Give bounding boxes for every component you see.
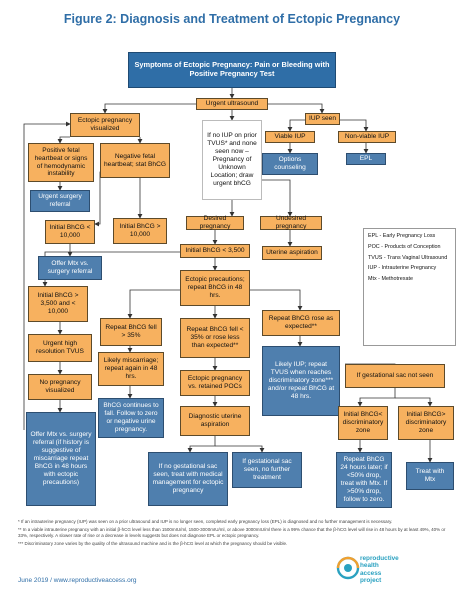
legend-item: EPL - Early Pregnancy Loss bbox=[368, 233, 436, 239]
likely-iup-box: Likely IUP; repeat TVUS when reaches dis… bbox=[262, 346, 340, 416]
connector bbox=[23, 121, 71, 430]
no-iup-box: If no IUP on prior TVUS* and none seen n… bbox=[202, 120, 262, 200]
connector bbox=[268, 103, 325, 114]
no-gestational-sac-box: If no gestational sac seen, treat with m… bbox=[148, 452, 228, 506]
initial-lt-10000-box: Initial BhCG < 10,000 bbox=[45, 220, 95, 244]
desired-pregnancy-box: Desired pregnancy bbox=[186, 215, 244, 230]
initial-lt-dz-box: Initial BhCG< discriminatory zone bbox=[338, 406, 388, 440]
iup-seen-box: IUP seen bbox=[305, 113, 340, 125]
offer-mtx-box: Offer Mtx vs. surgery referral bbox=[38, 256, 102, 280]
logo-text: reproductive health access project bbox=[360, 555, 399, 584]
connector bbox=[102, 103, 196, 114]
treat-mtx-box: Treat with Mtx bbox=[406, 462, 454, 490]
repeat-lt35-box: Repeat BhCG fell < 35% or rose less than… bbox=[180, 318, 250, 358]
connector bbox=[215, 445, 265, 453]
legend-item: IUP - Intrauterine Pregnancy bbox=[368, 265, 437, 272]
logo-word: access bbox=[360, 569, 382, 577]
connector bbox=[262, 179, 293, 217]
options-counseling-box: Options counseling bbox=[262, 153, 318, 175]
urgent-surgery-box: Urgent surgery referral bbox=[30, 190, 90, 212]
positive-heartbeat-box: Positive fetal heartbeat or signs of hem… bbox=[28, 143, 94, 182]
no-pregnancy-visualized-box: No pregnancy visualized bbox=[28, 374, 92, 400]
legend-item: POC - Products of Conception bbox=[368, 243, 441, 250]
initial-lt-3500-box: Initial BhCG < 3,500 bbox=[180, 244, 250, 258]
uterine-aspiration-box: Uterine aspiration bbox=[262, 246, 322, 260]
logo-word: health bbox=[360, 562, 379, 570]
likely-miscarriage-box: Likely miscarriage; repeat again in 48 h… bbox=[98, 352, 164, 386]
initial-gt-dz-box: Initial BhCG> discriminatory zone bbox=[398, 406, 454, 440]
connector bbox=[187, 436, 216, 453]
footnote: ** In a viable intrauterine pregnancy wi… bbox=[18, 527, 446, 539]
viable-iup-box: Viable IUP bbox=[265, 131, 315, 143]
urgent-ultrasound-box: Urgent ultrasound bbox=[196, 98, 268, 110]
connector bbox=[395, 397, 433, 407]
connector bbox=[287, 119, 305, 132]
logo-word: reproductive bbox=[360, 555, 399, 562]
urgent-tvus-box: Urgent high resolution TVUS bbox=[28, 334, 92, 362]
repeat-rose-box: Repeat BhCG rose as expected** bbox=[262, 310, 340, 336]
gestational-not-seen-box: If gestational sac not seen bbox=[345, 364, 445, 388]
connector bbox=[127, 289, 180, 319]
epl-box: EPL bbox=[346, 153, 386, 165]
initial-range-box: Initial BhCG > 3,500 and < 10,000 bbox=[28, 286, 88, 322]
repeat-gt35-box: Repeat BhCG fell > 35% bbox=[100, 318, 162, 346]
logo-word: project bbox=[360, 577, 382, 585]
connector bbox=[94, 171, 120, 227]
connector bbox=[357, 388, 396, 407]
diagnostic-aspiration-box: Diagnostic uterine aspiration bbox=[180, 406, 250, 436]
footer-link[interactable]: June 2019 / www.reproductiveaccess.org bbox=[18, 577, 137, 584]
abbreviation-legend: EPL - Early Pregnancy Loss POC - Product… bbox=[363, 228, 456, 346]
connector bbox=[250, 289, 303, 311]
gestational-sac-seen-box: If gestational sac seen, no further trea… bbox=[232, 452, 302, 488]
footnotes: * If an intrauterine pregnancy (IUP) was… bbox=[18, 519, 448, 549]
initial-gt-10000-box: Initial BhCG > 10,000 bbox=[113, 218, 167, 244]
bhcg-falls-box: BhCG continues to fall. Follow to zero o… bbox=[98, 398, 164, 438]
repeat-24-hours-box: Repeat BhCG 24 hours later; if <50% drop… bbox=[336, 452, 392, 508]
footnote: *** Discriminatory zone varies by the qu… bbox=[18, 541, 288, 547]
rhap-logo-icon bbox=[336, 556, 360, 580]
footnote: * If an intrauterine pregnancy (IUP) was… bbox=[18, 519, 393, 524]
page-title: Figure 2: Diagnosis and Treatment of Ect… bbox=[63, 12, 401, 26]
nonviable-iup-box: Non-viable IUP bbox=[338, 131, 396, 143]
legend-item: TVUS - Trans Vaginal Ultrasound bbox=[368, 254, 448, 261]
ectopic-precautions-box: Ectopic precautions; repeat BhCG in 48 h… bbox=[180, 270, 250, 306]
ectopic-visualized-box: Ectopic pregnancy visualized bbox=[70, 113, 140, 137]
negative-heartbeat-box: Negative fetal heartbeat; stat BhCG bbox=[100, 143, 170, 178]
ectopic-vs-retained-box: Ectopic pregnancy vs. retained POCs bbox=[180, 370, 250, 396]
offer-mtx-history-box: Offer Mtx vs. surgery referral (if histo… bbox=[26, 412, 96, 506]
symptoms-box: Symptoms of Ectopic Pregnancy: Pain or B… bbox=[128, 52, 336, 88]
undesired-pregnancy-box: Undesired pregnancy bbox=[260, 215, 322, 230]
legend-item: Mtx - Methotrexate bbox=[368, 276, 413, 282]
connector bbox=[340, 119, 369, 132]
connector bbox=[57, 136, 70, 144]
